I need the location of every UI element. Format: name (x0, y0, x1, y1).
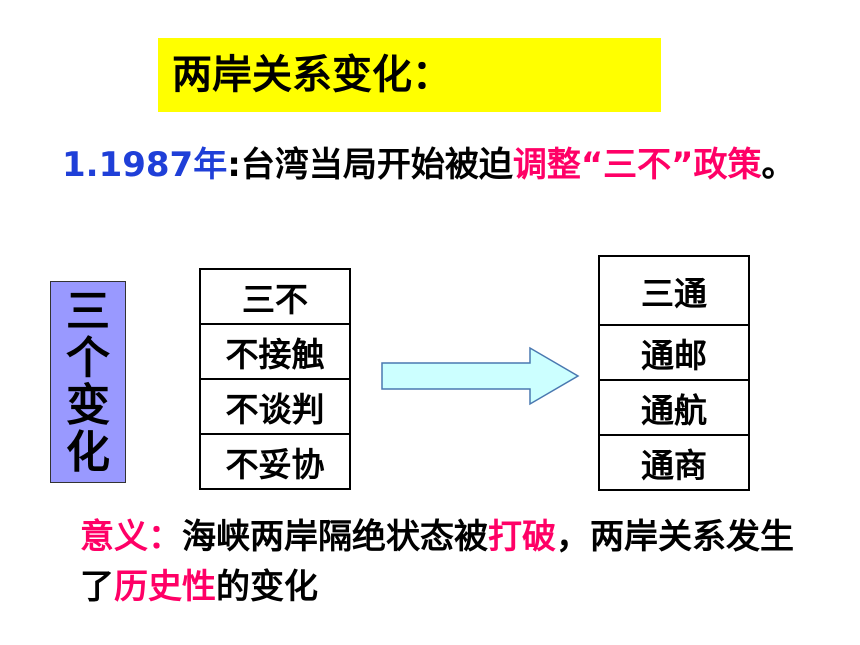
point-1-year: 1987年 (98, 145, 228, 185)
point-1-text: 台湾当局开始被迫 (240, 145, 513, 185)
san-tong-item: 通商 (598, 434, 750, 491)
vertical-char: 三 (66, 286, 110, 337)
san-bu-item: 不谈判 (199, 378, 351, 435)
vertical-char: 个 (66, 333, 110, 384)
san-tong-table: 三通 通邮 通航 通商 (598, 255, 750, 491)
san-bu-header: 三不 (199, 268, 351, 325)
meaning-text-c: 的变化 (216, 567, 318, 607)
point-1-highlight: 调整“三不”政策 (512, 145, 762, 185)
meaning-text: 意义：海峡两岸隔绝状态被打破，两岸关系发生了历史性的变化 (80, 512, 800, 612)
meaning-text-a: 海峡两岸隔绝状态被 (182, 517, 488, 557)
meaning-label: 意义： (80, 517, 182, 557)
san-bu-item: 不接触 (199, 323, 351, 380)
three-changes-label: 三 个 变 化 (50, 281, 126, 483)
san-tong-header: 三通 (598, 255, 750, 326)
slide-title: 两岸关系变化： (158, 38, 661, 112)
meaning-highlight-a: 打破 (488, 517, 556, 557)
point-1-colon: : (227, 145, 241, 185)
meaning-highlight-b: 历史性 (114, 567, 216, 607)
point-1-number: 1. (62, 145, 99, 185)
meaning-text-b: ，两岸关系发生了 (80, 517, 794, 607)
san-tong-item: 通航 (598, 379, 750, 436)
point-1: 1.1987年:台湾当局开始被迫调整“三不”政策。 (62, 138, 822, 192)
right-arrow-icon (381, 346, 580, 406)
point-1-end: 。 (761, 145, 796, 185)
san-tong-item: 通邮 (598, 324, 750, 381)
san-bu-item: 不妥协 (199, 433, 351, 490)
vertical-char: 化 (66, 427, 110, 478)
san-bu-table: 三不 不接触 不谈判 不妥协 (199, 268, 351, 490)
vertical-char: 变 (66, 380, 110, 431)
